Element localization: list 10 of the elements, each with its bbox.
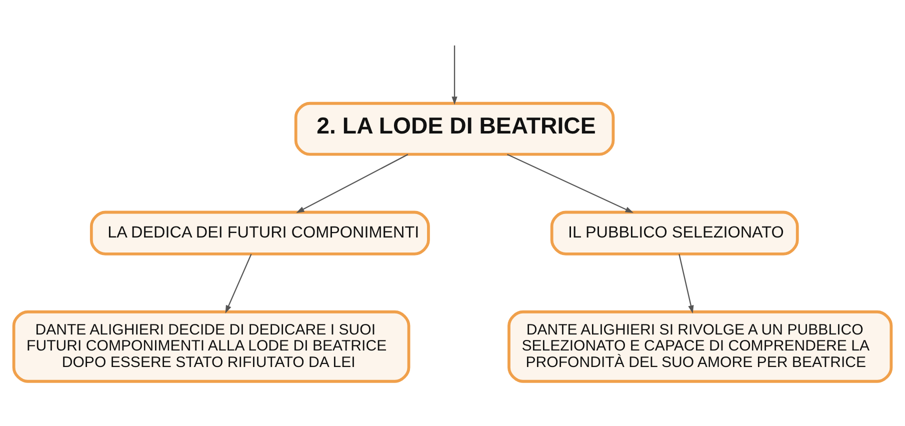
arrow [225,254,252,314]
node-box: IL PUBBLICO SELEZIONATO [550,210,799,256]
node-box: DANTE ALIGHIERI SI RIVOLGE A UN PUBBLICO SELEZIONATO E CAPACE DI COMPRENDERE LA PROFONDITÀ DEL SUO AMORE PER BEATRICE [508,310,893,383]
arrow [507,154,634,213]
arrow [452,45,458,105]
arrow [678,254,694,314]
node-box: LA DEDICA DEI FUTURI COMPONIMENTI [90,210,430,256]
node-box: 2. LA LODE DI BEATRICE [294,102,615,156]
node-box: DANTE ALIGHIERI DECIDE DI DEDICARE I SUOI FUTURI COMPONIMENTI ALLA LODE DI BEATRICE DOPO ESSERE STATO RIFIUTATO DA LEI [12,310,410,383]
arrow [296,154,408,213]
